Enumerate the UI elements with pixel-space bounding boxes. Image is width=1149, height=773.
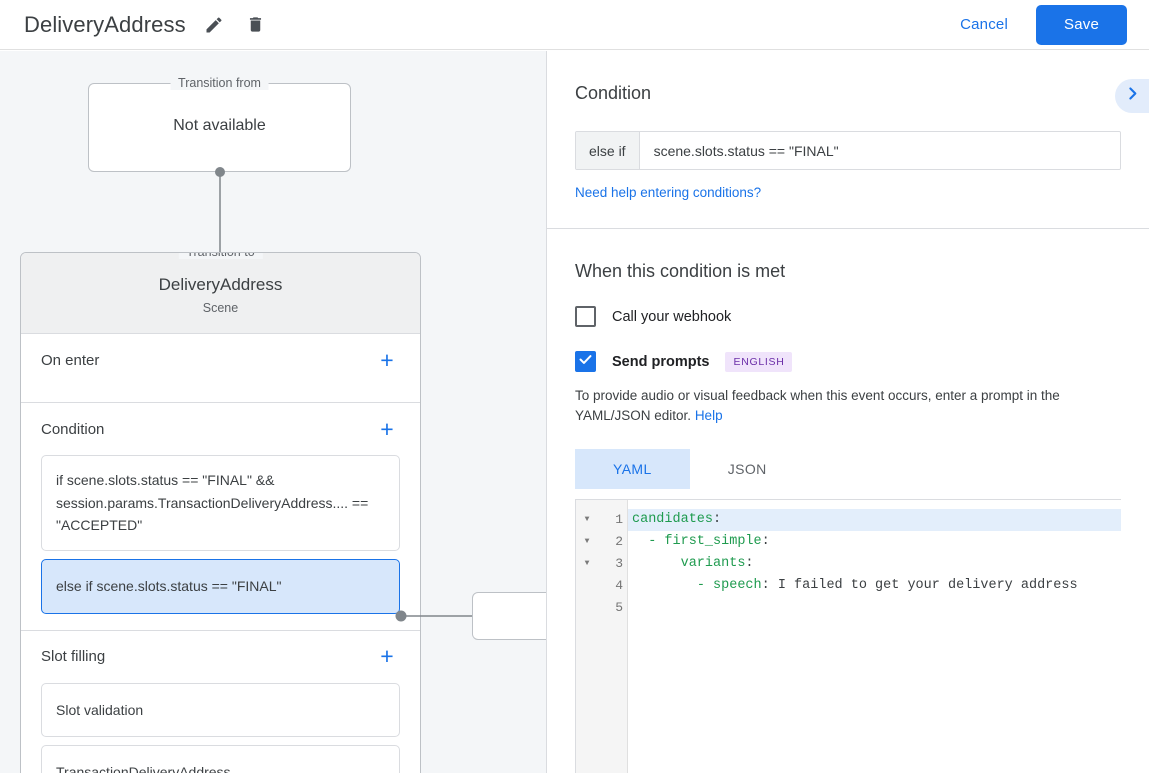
transition-to-card: Transition to DeliveryAddress Scene On e… xyxy=(20,252,421,773)
code-line[interactable]: - speech: I failed to get your delivery … xyxy=(696,577,1078,593)
when-condition-met-section: When this condition is met Call your web… xyxy=(547,229,1149,773)
section-slot-filling: Slot filling + Slot validation Transacti… xyxy=(21,631,420,773)
scene-type: Scene xyxy=(202,301,239,315)
delete-button[interactable] xyxy=(242,11,270,39)
slot-item[interactable]: TransactionDeliveryAddress xyxy=(41,745,400,773)
scene-header: DeliveryAddress Scene xyxy=(21,253,420,334)
fold-spacer xyxy=(576,597,598,619)
editor-line-numbers: 1 2 3 4 5 xyxy=(598,499,628,773)
send-prompts-row: Send prompts ENGLISH xyxy=(575,351,1121,372)
section-divider xyxy=(547,228,1149,229)
condition-section: Condition else if Need help entering con… xyxy=(547,51,1149,224)
checkmark-icon xyxy=(578,352,593,372)
editor-fold-gutter: ▼ ▼ ▼ xyxy=(576,499,598,773)
webhook-row: Call your webhook xyxy=(575,306,1121,327)
line-number: 4 xyxy=(615,577,623,593)
condition-item[interactable]: if scene.slots.status == "FINAL" && sess… xyxy=(41,455,400,552)
save-button[interactable]: Save xyxy=(1036,4,1127,45)
transition-from-value: Not available xyxy=(173,117,266,134)
prompts-help-link[interactable]: Help xyxy=(694,408,723,424)
tab-json[interactable]: JSON xyxy=(690,449,805,489)
send-prompts-label: Send prompts xyxy=(612,353,710,370)
transition-to-legend: Transition to xyxy=(178,253,263,259)
call-webhook-checkbox[interactable] xyxy=(575,306,596,327)
code-line[interactable]: variants: xyxy=(680,555,754,571)
fold-toggle-icon[interactable]: ▼ xyxy=(584,515,590,524)
condition-expression-row: else if xyxy=(575,131,1121,170)
section-condition-title: Condition xyxy=(41,420,105,438)
add-on-enter-button[interactable]: + xyxy=(374,347,400,373)
section-slot-filling-head: Slot filling + xyxy=(41,631,400,683)
expand-panel-button[interactable] xyxy=(1115,79,1149,113)
section-on-enter: On enter + xyxy=(21,334,420,403)
section-condition-head: Condition + xyxy=(41,403,400,455)
section-on-enter-head: On enter + xyxy=(41,334,400,386)
section-condition: Condition + if scene.slots.status == "FI… xyxy=(21,403,420,631)
yaml-editor[interactable]: ▼ ▼ ▼ 1 2 3 4 5 candidates: - first_simple: va… xyxy=(575,498,1121,773)
fold-toggle-icon[interactable]: ▼ xyxy=(584,537,590,546)
editor-format-tabs: YAML JSON xyxy=(575,448,1121,489)
section-slot-filling-title: Slot filling xyxy=(41,648,106,666)
code-line[interactable]: candidates: xyxy=(628,508,1121,531)
detail-pane: Condition else if Need help entering con… xyxy=(547,51,1149,773)
fold-toggle-icon[interactable]: ▼ xyxy=(584,559,590,568)
call-webhook-label: Call your webhook xyxy=(612,308,732,325)
cancel-button[interactable]: Cancel xyxy=(946,8,1022,41)
chevron-right-icon xyxy=(1124,85,1141,107)
fold-spacer xyxy=(576,575,598,597)
app-header: DeliveryAddress Cancel Save xyxy=(0,0,1149,50)
code-line[interactable] xyxy=(628,597,1121,619)
condition-prefix: else if xyxy=(576,132,640,169)
transition-from-legend: Transition from xyxy=(170,76,269,90)
language-badge: ENGLISH xyxy=(725,351,793,372)
condition-heading: Condition xyxy=(575,83,652,103)
page-title: DeliveryAddress xyxy=(24,11,186,37)
slot-validation-item[interactable]: Slot validation xyxy=(41,682,400,738)
add-condition-button[interactable]: + xyxy=(374,416,400,442)
prompts-helper-body: To provide audio or visual feedback when… xyxy=(575,388,1060,424)
line-number: 5 xyxy=(615,599,623,615)
prompts-helper-text: To provide audio or visual feedback when… xyxy=(575,386,1121,427)
section-on-enter-title: On enter xyxy=(41,351,100,369)
trash-icon xyxy=(246,15,265,34)
when-met-heading: When this condition is met xyxy=(575,261,786,281)
pencil-icon xyxy=(204,15,224,35)
condition-help-link[interactable]: Need help entering conditions? xyxy=(575,185,762,200)
transition-from-card[interactable]: Transition from Not available xyxy=(88,76,351,172)
condition-input[interactable] xyxy=(639,132,1120,169)
graph-pane: Transition from Not available Transition… xyxy=(0,51,546,773)
edit-name-button[interactable] xyxy=(200,11,228,39)
add-slot-filling-button[interactable]: + xyxy=(374,644,400,670)
pane-divider xyxy=(546,51,547,773)
code-line[interactable]: - first_simple: xyxy=(648,533,770,549)
tab-yaml[interactable]: YAML xyxy=(575,448,690,489)
editor-code-area[interactable]: candidates: - first_simple: variants: - … xyxy=(628,499,1121,773)
send-prompts-checkbox[interactable] xyxy=(575,351,596,372)
scene-name: DeliveryAddress xyxy=(158,275,283,294)
line-number: 3 xyxy=(615,555,623,571)
line-number: 1 xyxy=(615,511,623,527)
condition-item-selected[interactable]: else if scene.slots.status == "FINAL" xyxy=(41,559,400,614)
line-number: 2 xyxy=(615,533,623,549)
target-node-card[interactable] xyxy=(472,592,546,640)
